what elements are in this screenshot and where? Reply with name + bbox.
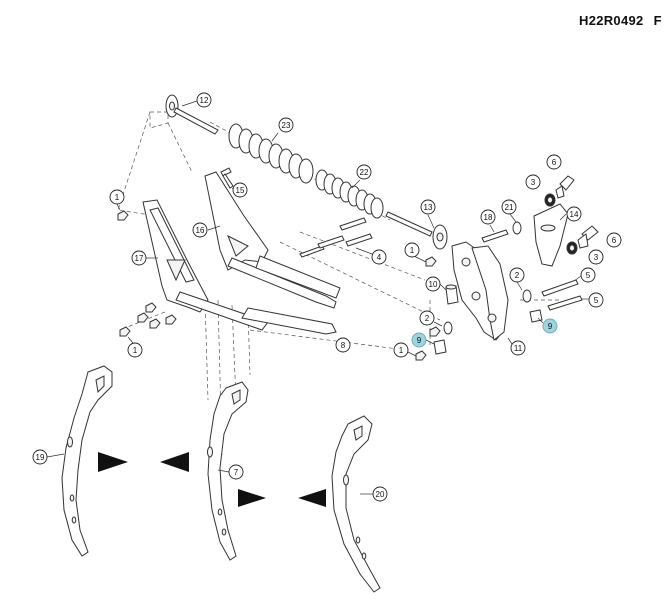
callout-c2a: 2 [509,267,525,283]
tine-7 [207,381,249,561]
callout-label: 5 [586,271,591,280]
callout-c5b: 5 [588,292,604,308]
callout-c5a: 5 [580,267,596,283]
callout-label: 7 [234,468,239,477]
callout-c17: 17 [131,250,147,266]
arrow-right-icon [238,489,266,507]
callout-label: 9 [417,336,422,345]
callout-c18: 18 [480,209,496,225]
callout-c6a: 6 [546,154,562,170]
callout-label: 1 [410,246,415,255]
spring-assembly [165,94,448,250]
callout-label: 17 [135,254,144,263]
tine-19 [46,365,113,557]
drawing-reference: H22R0492 F [579,13,662,28]
drawing-code: H22R0492 [579,13,644,28]
drawing-variant: F [653,13,662,28]
callout-label: 3 [594,253,599,262]
callout-c1d: 1 [127,342,143,358]
callout-c8: 8 [335,337,351,353]
callout-label: 12 [200,96,209,105]
spring-23 [228,123,314,184]
callout-c14: 14 [566,206,582,222]
callout-label: 1 [399,346,404,355]
tine-20 [331,415,381,593]
callout-c6b: 6 [606,232,622,248]
callout-label: 16 [196,226,205,235]
callout-c9b: 9 [542,318,558,334]
callout-label: 1 [115,193,120,202]
callout-c3a: 3 [525,174,541,190]
callout-label: 19 [36,453,45,462]
callout-label: 22 [360,168,369,177]
callout-label: 15 [236,186,245,195]
callout-label: 5 [594,296,599,305]
callout-label: 10 [429,280,438,289]
callout-label: 6 [612,236,617,245]
callout-c3b: 3 [588,249,604,265]
callout-c19: 19 [32,449,48,465]
callout-label: 11 [514,344,523,353]
callout-label: 23 [282,121,291,130]
callout-c4: 4 [371,249,387,265]
callout-c15: 15 [232,182,248,198]
bracket-assembly-11 [407,175,599,361]
callout-c23: 23 [278,117,294,133]
callout-label: 21 [505,203,514,212]
callout-label: 1 [133,346,138,355]
callout-c11: 11 [510,340,526,356]
callout-c12: 12 [196,92,212,108]
arrow-left-icon [298,489,326,507]
callout-label: 20 [376,490,385,499]
callout-c16: 16 [192,222,208,238]
callout-c22: 22 [356,164,372,180]
callout-c9a: 9 [411,332,427,348]
callout-c13: 13 [420,199,436,215]
callout-c7: 7 [228,464,244,480]
callout-label: 2 [425,314,430,323]
callout-label: 3 [531,178,536,187]
callout-c10: 10 [425,276,441,292]
callout-c2b: 2 [419,310,435,326]
callout-label: 14 [570,210,579,219]
callout-c1b: 1 [404,242,420,258]
callout-c21: 21 [501,199,517,215]
callout-label: 9 [548,322,553,331]
callout-label: 18 [484,213,493,222]
callout-label: 13 [424,203,433,212]
callout-label: 6 [552,158,557,167]
main-frame [142,171,341,335]
callout-c20: 20 [372,486,388,502]
callout-c1c: 1 [393,342,409,358]
callout-label: 8 [341,341,346,350]
callout-label: 4 [377,253,382,262]
arrow-right-icon [98,452,128,472]
fasteners-left [116,203,373,344]
callout-label: 2 [515,271,520,280]
callout-c1a: 1 [109,189,125,205]
spring-22 [315,169,384,219]
arrow-left-icon [160,452,189,472]
